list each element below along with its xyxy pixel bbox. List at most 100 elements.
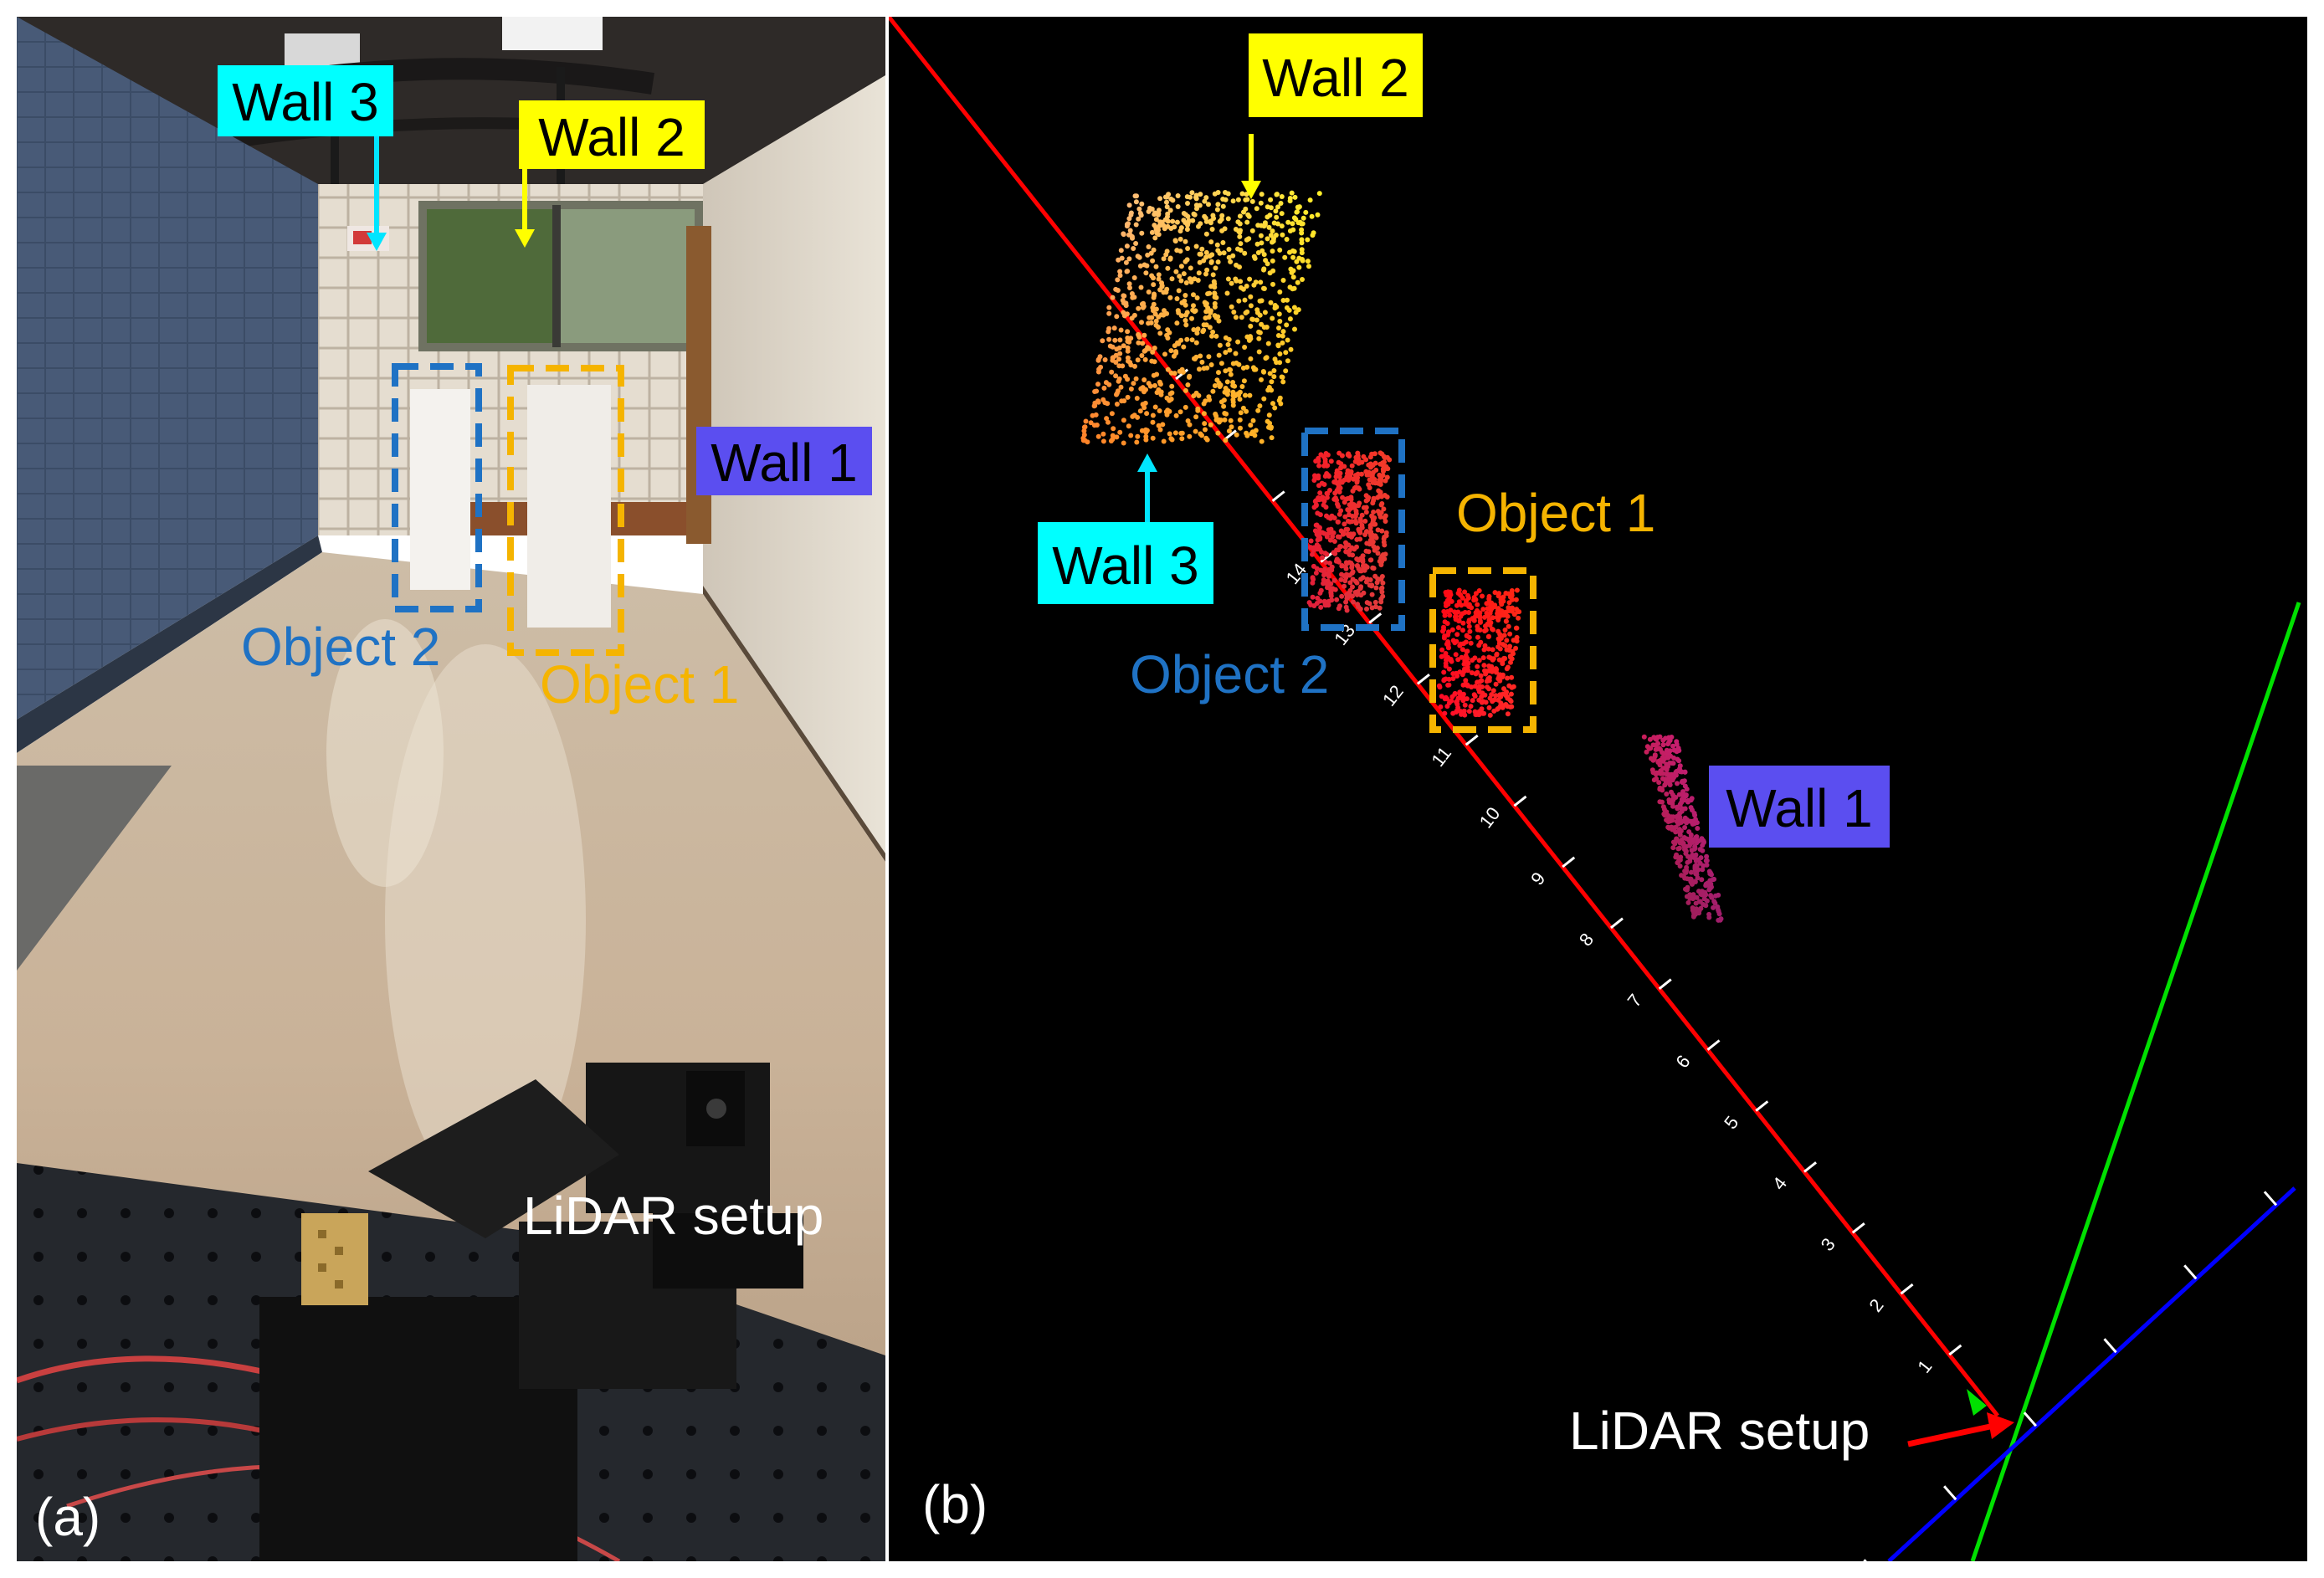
point-cloud-dot	[1169, 383, 1175, 389]
point-cloud-dot	[1296, 255, 1302, 261]
point-cloud-dot	[1464, 648, 1470, 654]
point-cloud-dot	[1688, 869, 1694, 875]
point-cloud-dot	[1352, 514, 1358, 520]
point-cloud-dot	[1652, 753, 1658, 759]
point-cloud-dot	[1356, 460, 1362, 466]
point-cloud-dot	[1317, 590, 1323, 596]
point-cloud-dot	[1152, 235, 1158, 241]
point-cloud-dot	[1248, 323, 1254, 329]
point-cloud-dot	[1203, 195, 1209, 201]
point-cloud-dot	[1339, 563, 1345, 568]
point-cloud-dot	[1641, 734, 1647, 740]
point-cloud-dot	[1454, 632, 1460, 638]
point-cloud-dot	[1327, 566, 1333, 572]
point-cloud-dot	[1121, 418, 1126, 423]
point-cloud-dot	[1314, 566, 1320, 571]
point-cloud-dot	[1290, 227, 1296, 233]
point-cloud-dot	[1258, 233, 1264, 238]
point-cloud-dot	[1489, 692, 1495, 698]
point-cloud-dot	[1100, 438, 1106, 444]
point-cloud-dot	[1505, 711, 1511, 717]
point-cloud-dot	[1140, 341, 1146, 346]
point-cloud-dot	[1477, 628, 1483, 633]
point-cloud-dot	[1208, 259, 1214, 264]
point-cloud-dot	[1220, 240, 1226, 245]
point-cloud-dot	[1321, 499, 1327, 504]
point-cloud-dot	[1255, 250, 1261, 255]
red-axis-tick	[1562, 856, 1576, 868]
point-cloud-dot	[1367, 485, 1372, 490]
point-cloud-dot	[1496, 674, 1502, 679]
point-cloud-dot	[1170, 218, 1176, 224]
point-cloud-dot	[1350, 584, 1355, 590]
point-cloud-dot	[1457, 643, 1463, 648]
point-cloud-dot	[1316, 544, 1321, 550]
point-cloud-dot	[1644, 749, 1649, 755]
point-cloud-dot	[1131, 312, 1137, 318]
point-cloud-dot	[1658, 768, 1664, 774]
point-cloud-dot	[1454, 701, 1460, 707]
point-cloud-dot	[1345, 526, 1351, 532]
point-cloud-dot	[1377, 605, 1383, 611]
point-cloud-dot	[1177, 236, 1183, 242]
object2-label: Object 2	[1130, 644, 1329, 704]
point-cloud-dot	[1336, 485, 1342, 491]
point-cloud-dot	[1214, 242, 1220, 248]
point-cloud-dot	[1185, 201, 1190, 206]
point-cloud-dot	[1128, 433, 1134, 438]
point-cloud-dot	[1126, 281, 1132, 287]
point-cloud-dot	[1364, 576, 1370, 582]
point-cloud-dot	[1236, 298, 1242, 304]
point-cloud-dot	[1339, 479, 1345, 485]
point-cloud-dot	[1157, 223, 1162, 228]
point-cloud-dot	[1224, 290, 1230, 296]
point-cloud-dot	[1653, 742, 1659, 748]
point-cloud-dot	[1223, 438, 1229, 443]
point-cloud-dot	[1469, 670, 1475, 676]
point-cloud-dot	[1239, 315, 1244, 320]
point-cloud-dot	[1114, 402, 1120, 407]
point-cloud-dot	[1316, 191, 1322, 197]
point-cloud-dot	[1147, 205, 1152, 211]
point-cloud-dot	[1321, 598, 1327, 604]
point-cloud-dot	[1117, 273, 1123, 279]
point-cloud-dot	[1509, 674, 1515, 680]
point-cloud-dot	[1305, 237, 1311, 243]
point-cloud-dot	[1183, 280, 1189, 285]
point-cloud-dot	[1494, 651, 1500, 657]
point-cloud-dot	[1694, 872, 1700, 878]
point-cloud-dot	[1373, 604, 1378, 610]
point-cloud-dot	[1694, 909, 1700, 915]
point-cloud-dot	[1198, 251, 1203, 257]
point-cloud-dot	[1125, 336, 1131, 341]
point-cloud-dot	[1147, 315, 1152, 320]
point-cloud-dot	[1495, 644, 1501, 650]
point-cloud-dot	[1480, 607, 1486, 612]
point-cloud-dot	[1716, 917, 1721, 923]
point-cloud-dot	[1280, 278, 1286, 283]
point-cloud-dot	[1184, 194, 1190, 200]
point-cloud-dot	[1167, 256, 1173, 262]
red-axis-tick	[1851, 1222, 1865, 1234]
point-cloud-dot	[1152, 382, 1157, 388]
point-cloud-dot	[1206, 202, 1211, 207]
point-cloud-dot	[1292, 194, 1298, 200]
point-cloud-dot	[1676, 792, 1682, 797]
point-cloud-dot	[1135, 357, 1141, 363]
point-cloud-dot	[1334, 468, 1340, 474]
point-cloud-dot	[1247, 392, 1253, 398]
point-cloud-dot	[1473, 671, 1479, 676]
point-cloud-dot	[1369, 592, 1375, 597]
point-cloud-dot	[1126, 202, 1132, 208]
point-cloud-dot	[1305, 259, 1311, 264]
point-cloud-dot	[1316, 533, 1321, 539]
point-cloud-dot	[1373, 585, 1379, 591]
point-cloud-dot	[1679, 806, 1685, 812]
point-cloud-dot	[1317, 598, 1323, 604]
point-cloud-dot	[1187, 374, 1192, 380]
point-cloud-dot	[1480, 655, 1486, 661]
point-cloud-dot	[1187, 276, 1193, 282]
point-cloud-dot	[1674, 741, 1680, 747]
point-cloud-dot	[1371, 566, 1377, 571]
point-cloud-dot	[1468, 704, 1474, 710]
